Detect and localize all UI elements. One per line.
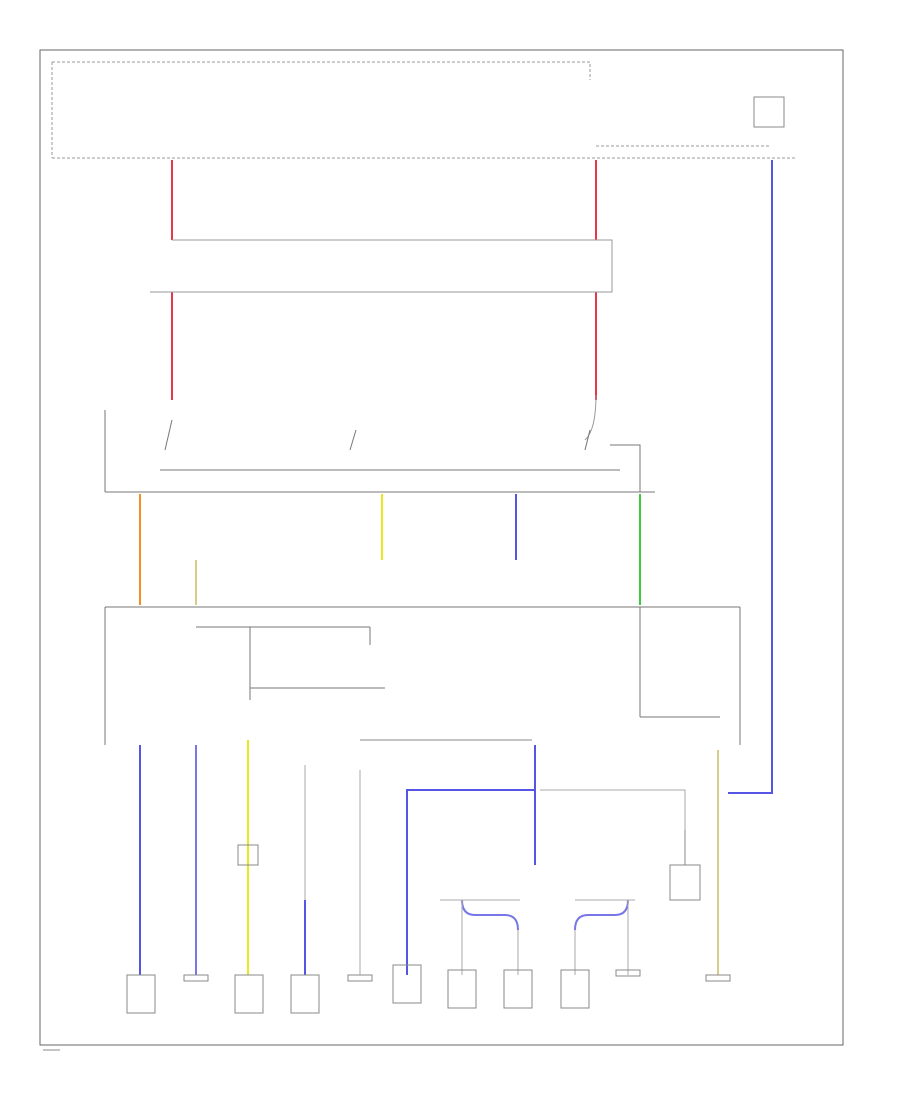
component-4 [290, 974, 320, 1014]
component-8 [503, 969, 533, 1009]
blue-bridge-right [574, 899, 629, 931]
junction-lines [150, 239, 613, 441]
component-7 [447, 969, 477, 1009]
side-module [753, 96, 785, 128]
component-1 [126, 974, 156, 1014]
component-10 [615, 969, 641, 977]
component-3 [234, 974, 264, 1014]
inline-resistor [237, 844, 259, 866]
component-9 [560, 969, 590, 1009]
component-2 [183, 974, 209, 982]
component-5 [347, 974, 373, 982]
relay-box [104, 606, 741, 745]
ignition-switch [104, 410, 655, 493]
fuse-box-top [51, 61, 795, 159]
component-11 [705, 974, 731, 982]
components-row [126, 964, 731, 1014]
blue-wire-6 [728, 160, 773, 794]
diagram-frame [39, 49, 844, 1046]
blue-wire-5 [406, 789, 535, 975]
blue-bridge-left [461, 899, 519, 931]
gray-wire-4 [540, 789, 686, 830]
component-6 [392, 964, 422, 1004]
bottom-right-module [669, 864, 701, 901]
